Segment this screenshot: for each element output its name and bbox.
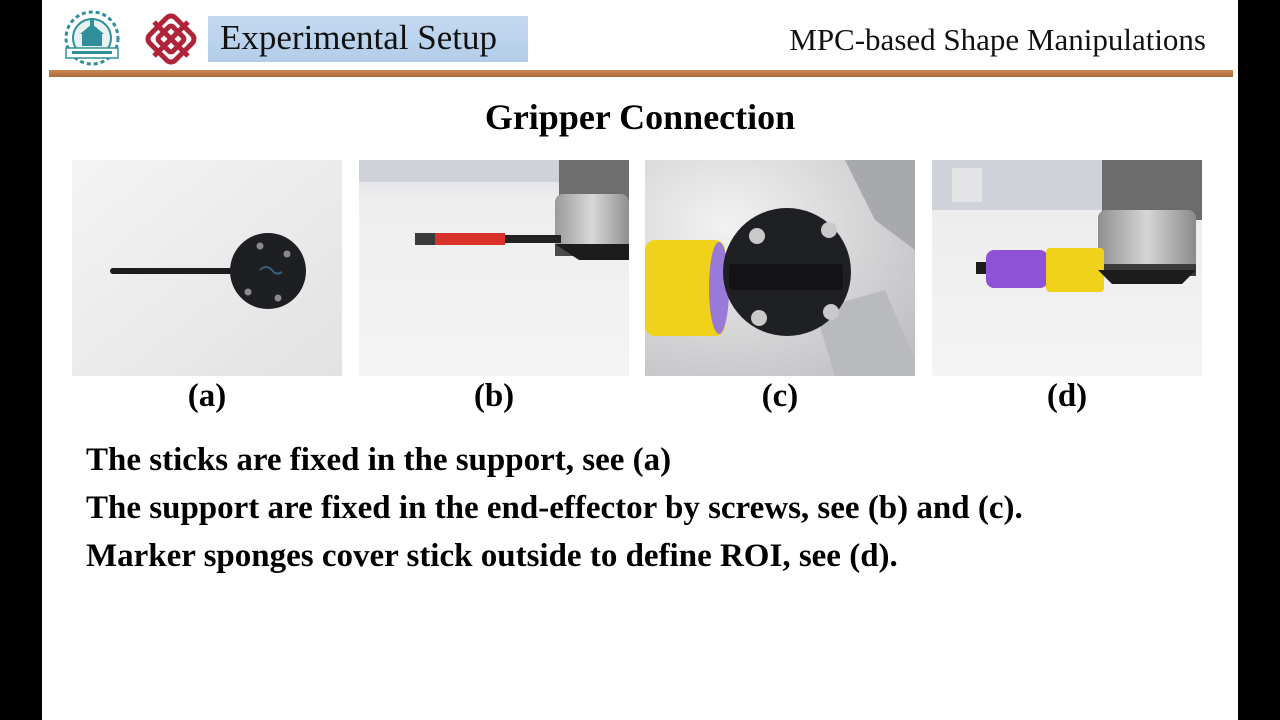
caption-c: (c) [761,378,799,414]
caption-a: (a) [187,378,227,414]
photo-marker-sponges-on-stick [932,160,1202,376]
presentation-title: MPC-based Shape Manipulations [789,22,1206,57]
header-divider [49,70,1233,77]
bullet-text-2: The support are fixed in the end-effecto… [86,490,1023,526]
caption-d: (d) [1046,378,1088,414]
caption-b: (b) [473,378,515,414]
bullet-text-3: Marker sponges cover stick outside to de… [86,538,898,574]
slide-heading: Gripper Connection [484,97,796,137]
university-emblem-logo [62,10,122,68]
bullet-text-1: The sticks are fixed in the support, see… [86,442,672,478]
slide: Experimental Setup MPC-based Shape Manip… [42,0,1238,720]
polyu-knot-logo [142,10,200,68]
section-title-banner [208,16,528,62]
photo-stick-in-support [72,160,342,376]
photo-support-screwed-to-flange [645,160,915,376]
photo-stick-on-end-effector-side [359,160,629,376]
section-title: Experimental Setup [220,18,498,57]
